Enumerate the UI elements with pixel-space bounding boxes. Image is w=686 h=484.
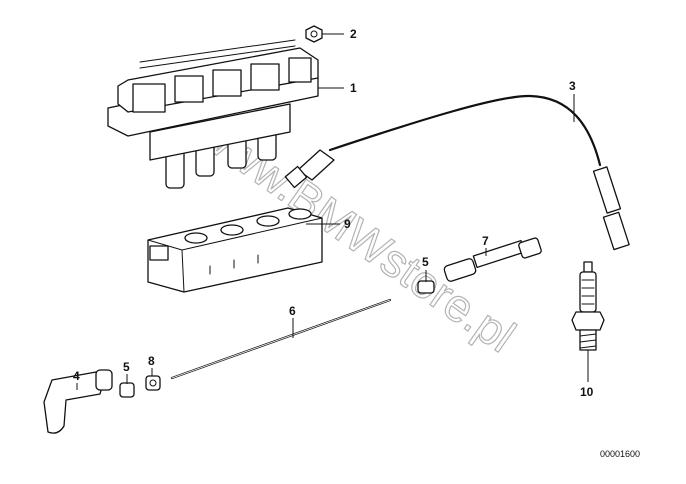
callout-1: 1 <box>350 81 357 95</box>
connector-housing <box>147 207 323 293</box>
sleeve-lower <box>119 382 135 398</box>
callout-5-upper: 5 <box>422 255 429 269</box>
ignition-coil-pack <box>107 39 319 189</box>
connecting-wire <box>170 298 392 380</box>
diagram-reference: 00001600 <box>600 449 640 459</box>
callout-2: 2 <box>350 27 357 41</box>
angled-plug <box>43 369 113 434</box>
spark-plug-connector <box>443 237 542 282</box>
spark-plug <box>571 261 605 361</box>
callout-9: 9 <box>344 217 351 231</box>
sleeve-upper <box>417 280 435 294</box>
callout-5-lower: 5 <box>123 360 130 374</box>
bushing <box>145 375 161 391</box>
callout-3: 3 <box>569 79 576 93</box>
callout-8: 8 <box>148 354 155 368</box>
callout-10: 10 <box>580 385 594 399</box>
ignition-lead <box>284 94 630 251</box>
callout-6: 6 <box>289 304 296 318</box>
callout-7: 7 <box>482 234 489 248</box>
hex-nut <box>305 25 323 43</box>
leader-lines <box>76 33 589 390</box>
callout-4: 4 <box>73 369 80 383</box>
